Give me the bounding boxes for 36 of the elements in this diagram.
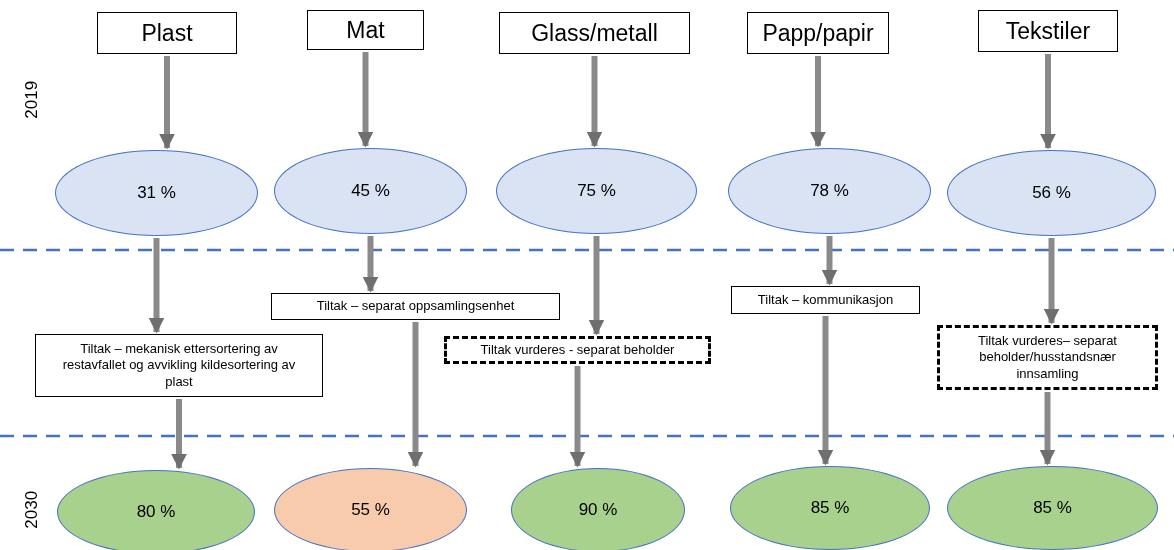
arrow [569, 366, 586, 468]
arrow [171, 399, 187, 470]
arrow [588, 236, 605, 336]
arrow [362, 236, 379, 293]
percentage-ellipse: 90 % [511, 468, 685, 550]
arrow [810, 56, 826, 148]
arrow [586, 56, 603, 148]
arrow [817, 316, 834, 466]
arrow [1043, 238, 1060, 325]
arrow [1039, 392, 1056, 466]
percentage-ellipse: 78 % [728, 148, 931, 234]
percentage-ellipse: 75 % [496, 148, 697, 234]
percentage-ellipse: 80 % [57, 470, 255, 550]
year-label: 2019 [21, 81, 43, 119]
percentage-ellipse: 85 % [947, 466, 1158, 550]
year-label: 2030 [21, 491, 43, 529]
category-box: Papp/papir [747, 12, 889, 54]
category-box: Plast [97, 12, 237, 54]
measure-box: Tiltak vurderes– separat beholder/husstandsnær innsamling [937, 325, 1158, 390]
category-box: Glass/metall [499, 12, 690, 54]
arrow [148, 238, 165, 334]
percentage-ellipse: 55 % [274, 468, 467, 550]
percentage-ellipse: 56 % [947, 150, 1156, 236]
arrow [821, 236, 838, 286]
category-box: Tekstiler [978, 10, 1118, 52]
measure-box: Tiltak vurderes - separat beholder [444, 336, 711, 364]
measure-box: Tiltak – mekanisk ettersortering av restavfallet og avvikling kildesortering av plast [35, 334, 323, 397]
measure-box: Tiltak – kommunikasjon [731, 286, 920, 314]
percentage-ellipse: 85 % [730, 466, 930, 550]
percentage-ellipse: 31 % [55, 150, 258, 236]
arrow [159, 56, 175, 150]
category-box: Mat [307, 10, 424, 50]
measure-box: Tiltak – separat oppsamlingsenhet [271, 293, 560, 320]
percentage-ellipse: 45 % [274, 148, 467, 234]
arrow [1040, 54, 1056, 150]
arrow [357, 52, 374, 148]
